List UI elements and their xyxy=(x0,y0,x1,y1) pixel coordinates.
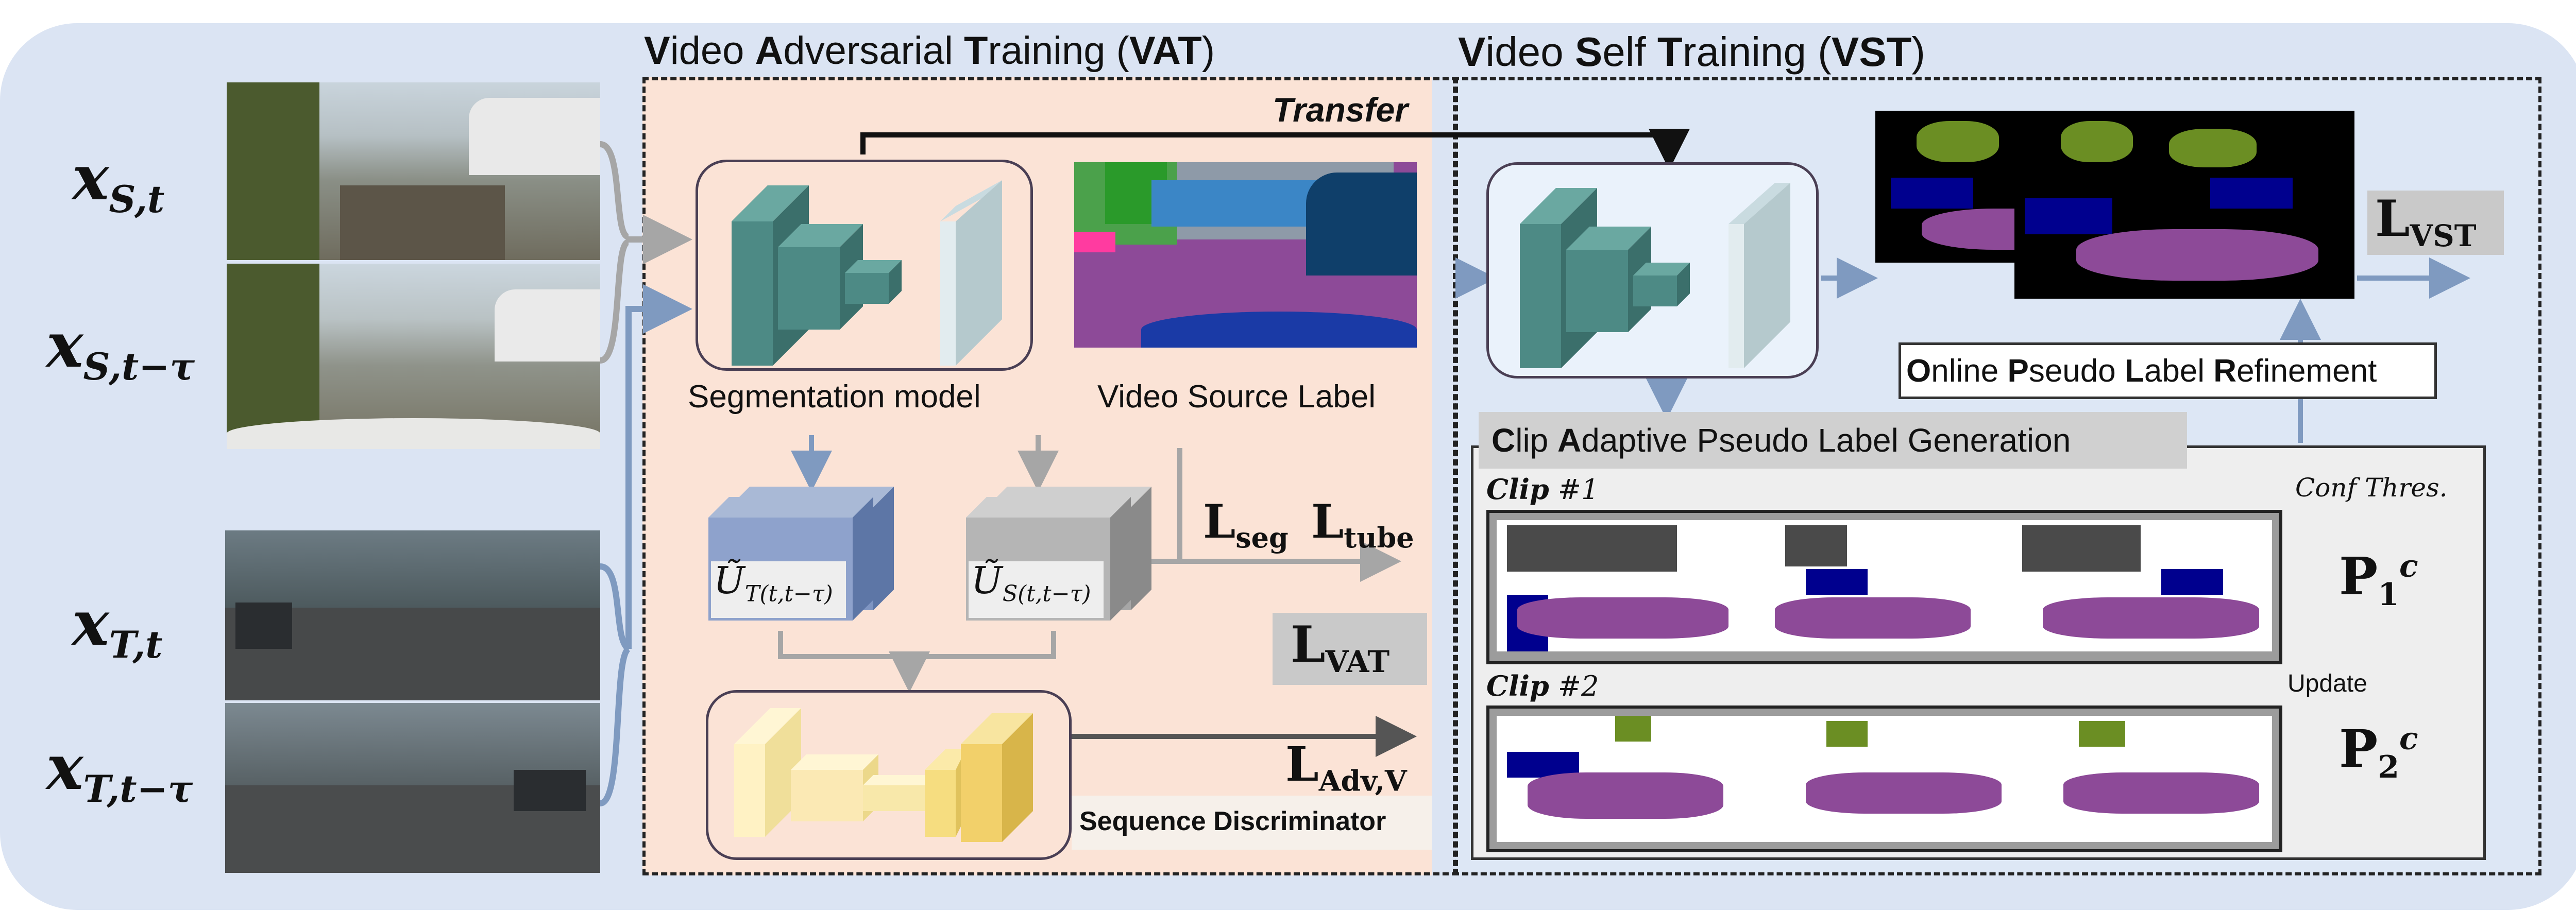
input-label-xt-t-tau: xT,t−τ xyxy=(46,731,193,811)
source-frame-t xyxy=(227,82,600,260)
online-pseudo-label-refinement-box xyxy=(1899,342,2437,399)
input-label-xs-t: xS,t xyxy=(72,142,165,221)
transfer-label: Transfer xyxy=(1273,91,1408,129)
loss-vat-box xyxy=(1273,613,1427,685)
target-frame-t xyxy=(225,530,600,700)
clip1-maps xyxy=(1497,520,2272,651)
conf-thres-label: Conf Thres. xyxy=(2295,473,2448,503)
loss-vat: LVAT xyxy=(1291,615,1390,680)
source-frame-t-tau xyxy=(227,264,600,449)
update-label: Update xyxy=(2287,670,2367,697)
target-tube-label-bg xyxy=(711,561,846,618)
pseudo-label-map-front xyxy=(2014,111,2354,299)
sequence-discriminator-box xyxy=(706,690,1072,860)
loss-adv: LAdv,V xyxy=(1285,736,1407,798)
segmentation-model-label: Segmentation model xyxy=(688,379,981,415)
vst-title: Video Self Training (VST) xyxy=(1458,29,1926,75)
vat-title: Video Adversarial Training (VAT) xyxy=(644,29,1215,73)
video-source-label-image xyxy=(1074,162,1417,368)
loss-vst: LVST xyxy=(2375,190,2477,254)
target-frame-t-tau xyxy=(225,703,600,873)
loss-seg: Lseg xyxy=(1203,494,1289,554)
clip2-label: Clip #2 xyxy=(1486,669,1599,702)
input-label-xt-t: xT,t xyxy=(72,587,163,666)
online-pseudo-label-refinement-label: Online Pseudo Label Refinement xyxy=(1906,353,2377,389)
clip-adaptive-title-box xyxy=(1479,412,2187,469)
vst-dashed-border xyxy=(1453,77,2541,875)
p1-label: P1c xyxy=(2339,546,2418,613)
sequence-discriminator-icon xyxy=(734,708,1033,842)
video-source-label-text: Video Source Label xyxy=(1097,379,1376,415)
source-tube-label-bg xyxy=(969,561,1104,618)
segmentation-model-icon xyxy=(732,180,1002,366)
p2-label: P2c xyxy=(2339,718,2418,785)
clip-adaptive-title: Clip Adaptive Pseudo Label Generation xyxy=(1492,422,2071,459)
sequence-discriminator-label: Sequence Discriminator xyxy=(1079,806,1386,836)
sequence-discriminator-label-bg xyxy=(1072,796,1432,850)
segmentation-model-box xyxy=(696,160,1033,371)
target-tube-label: ŨT(t,t−τ) xyxy=(714,559,833,607)
clip1-label: Clip #1 xyxy=(1486,473,1599,506)
clip2-maps xyxy=(1497,716,2272,842)
loss-vst-box xyxy=(2367,191,2504,255)
loss-tube: Ltube xyxy=(1311,494,1414,554)
vat-dashed-border xyxy=(642,77,1458,875)
vst-segmentation-model-icon xyxy=(1520,183,1790,368)
source-tube-label: ŨS(t,t−τ) xyxy=(971,559,1091,607)
input-label-xs-t-tau: xS,t−τ xyxy=(46,309,195,388)
